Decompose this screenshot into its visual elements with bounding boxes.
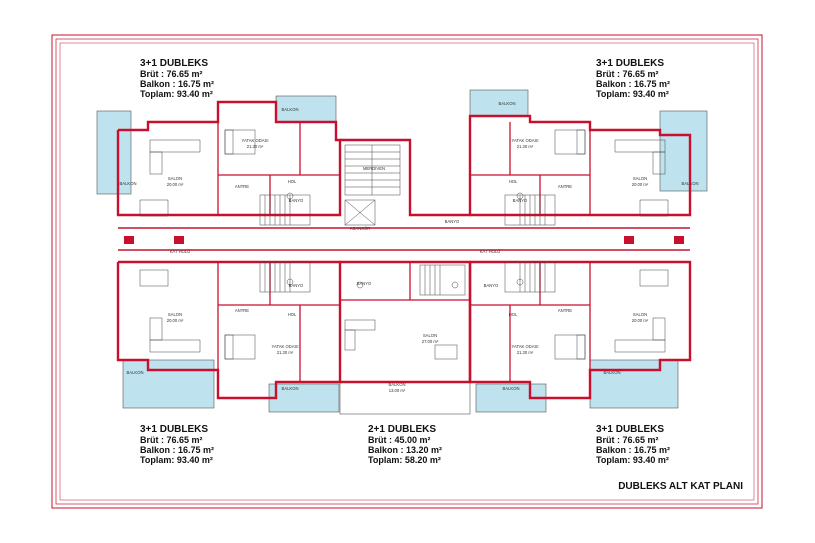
balconies: [96, 89, 708, 415]
room-label-balkon: BALKON: [127, 370, 144, 375]
room-label-merdiven: MERDİVEN: [363, 166, 385, 171]
room-label-salon-area: 20.00 m²: [167, 318, 184, 323]
unit-brut: Brüt : 76.65 m²: [140, 435, 203, 445]
room-label-salon: SALON: [168, 312, 182, 317]
room-label-balkon: BALKON: [503, 386, 520, 391]
unit-name: 3+1 DUBLEKS: [596, 58, 665, 69]
room-label-balkon: BALKON: [120, 181, 137, 186]
unit-name: 3+1 DUBLEKS: [140, 58, 209, 69]
room-label-balkon: BALKON: [282, 107, 299, 112]
unit-toplam: Toplam: 93.40 m²: [140, 89, 213, 99]
room-label-salon-area: 20.00 m²: [632, 182, 649, 187]
unit-toplam: Toplam: 93.40 m²: [596, 455, 669, 465]
unit-name: 3+1 DUBLEKS: [140, 424, 209, 435]
room-label-salon-small-area: 27.00 m²: [422, 339, 439, 344]
room-label-balkon-small-area: 13.00 m²: [389, 388, 406, 393]
room-label-antre: ANTRE: [558, 308, 572, 313]
unit-toplam: Toplam: 58.20 m²: [368, 455, 441, 465]
room-label-yatak: YATAK ODASI: [512, 344, 539, 349]
room-label-salon-area: 20.00 m²: [632, 318, 649, 323]
unit-toplam: Toplam: 93.40 m²: [596, 89, 669, 99]
room-label-banyo: BANYO: [289, 283, 304, 288]
room-label-antre: ANTRE: [558, 184, 572, 189]
room-label-hol: HOL: [509, 179, 518, 184]
room-label-balkon: BALKON: [604, 370, 621, 375]
plan-title: DUBLEKS ALT KAT PLANI: [618, 481, 743, 492]
unit-info-top-right: 3+1 DUBLEKS Brüt : 76.65 m² Balkon : 16.…: [596, 58, 670, 99]
room-label-banyo: BANYO: [357, 281, 372, 286]
unit-info-bottom-left: 3+1 DUBLEKS Brüt : 76.65 m² Balkon : 16.…: [140, 424, 214, 465]
room-label-asansor: ASANSÖR: [350, 226, 370, 231]
room-label-salon: SALON: [633, 312, 647, 317]
unit-balkon: Balkon : 16.75 m²: [140, 445, 215, 455]
unit-brut: Brüt : 76.65 m²: [140, 69, 203, 79]
room-label-balkon: BALKON: [499, 101, 516, 106]
room-label-balkon: BALKON: [282, 386, 299, 391]
room-label-yatak-area: 21.30 m²: [517, 144, 534, 149]
room-label-yatak-area: 21.30 m²: [247, 144, 264, 149]
unit-brut: Brüt : 76.65 m²: [596, 69, 659, 79]
room-label-banyo: BANYO: [289, 198, 304, 203]
unit-name: 3+1 DUBLEKS: [596, 424, 665, 435]
unit-info-top-left: 3+1 DUBLEKS Brüt : 76.65 m² Balkon : 16.…: [140, 58, 214, 99]
room-label-yatak: YATAK ODASI: [242, 138, 269, 143]
unit-toplam: Toplam: 93.40 m²: [140, 455, 213, 465]
room-label-salon: SALON: [633, 176, 647, 181]
room-label-salon-small: SALON: [423, 333, 437, 338]
unit-name: 2+1 DUBLEKS: [368, 424, 437, 435]
room-label-balkon: BALKON: [389, 382, 406, 387]
unit-balkon: Balkon : 16.75 m²: [140, 79, 215, 89]
room-label-banyo: BANYO: [484, 283, 499, 288]
room-label-kat-holu: KAT HOLÜ: [480, 249, 501, 254]
room-label-yatak: YATAK ODASI: [272, 344, 299, 349]
room-label-yatak-area: 21.30 m²: [277, 350, 294, 355]
room-label-salon-area: 20.00 m²: [167, 182, 184, 187]
room-label-hol: HOL: [509, 312, 518, 317]
walls: [116, 100, 692, 400]
unit-balkon: Balkon : 16.75 m²: [596, 79, 671, 89]
unit-info-bottom-right: 3+1 DUBLEKS Brüt : 76.65 m² Balkon : 16.…: [596, 424, 670, 465]
unit-info-bottom-center: 2+1 DUBLEKS Brüt : 45.00 m² Balkon : 13.…: [368, 424, 442, 465]
interior-walls: [217, 122, 591, 382]
unit-brut: Brüt : 76.65 m²: [596, 435, 659, 445]
room-label-yatak-area: 21.30 m²: [517, 350, 534, 355]
room-label-salon: SALON: [168, 176, 182, 181]
room-label-kat-holu: KAT HOLÜ: [170, 249, 191, 254]
unit-brut: Brüt : 45.00 m²: [368, 435, 431, 445]
room-label-hol: HOL: [288, 179, 297, 184]
room-label-yatak: YATAK ODASI: [512, 138, 539, 143]
room-label-antre: ANTRE: [235, 184, 249, 189]
room-label-balkon: BALKON: [682, 181, 699, 186]
outer-frame: [51, 34, 763, 509]
room-label-banyo: BANYO: [513, 198, 528, 203]
unit-balkon: Balkon : 16.75 m²: [596, 445, 671, 455]
unit-balkon: Balkon : 13.20 m²: [368, 445, 443, 455]
room-label-hol: HOL: [288, 312, 297, 317]
furniture: [124, 129, 684, 360]
room-label-banyo: BANYO: [445, 219, 460, 224]
room-label-antre: ANTRE: [235, 308, 249, 313]
